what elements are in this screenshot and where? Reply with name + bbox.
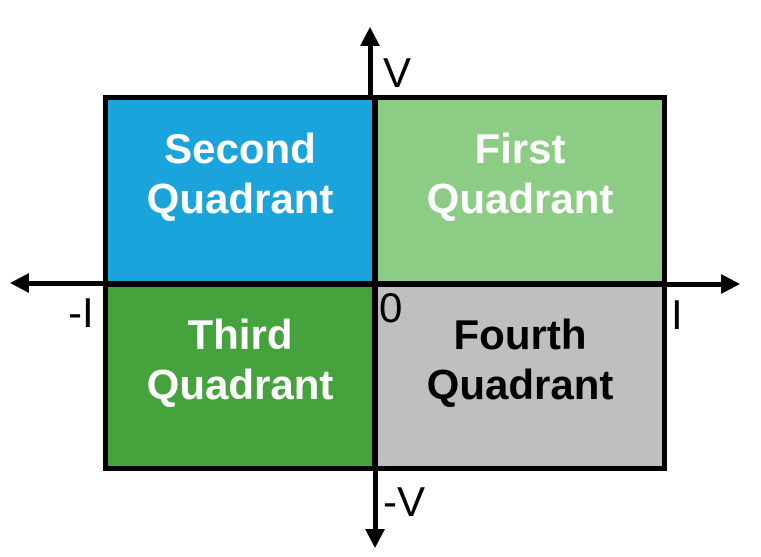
i-axis-left-line: [27, 281, 105, 286]
axis-label-v-positive: V: [383, 49, 412, 96]
v-axis-down-arrowhead: [365, 529, 385, 548]
quadrant-box: Second Quadrant First Quadrant Third Qua…: [103, 95, 667, 471]
axis-label-i-negative: -I: [68, 289, 94, 336]
quadrant-first: First Quadrant: [378, 100, 662, 281]
quadrant-fourth-label-line2: Quadrant: [426, 360, 614, 408]
i-axis-left-arrowhead: [10, 273, 29, 293]
quadrant-fourth-label-line1: Fourth: [453, 310, 587, 358]
axis-label-i-positive: I: [671, 291, 683, 338]
quadrant-third: Third Quadrant: [108, 287, 372, 466]
quadrant-second-label-line1: Second: [164, 124, 316, 172]
quadrant-second: Second Quadrant: [108, 100, 372, 281]
v-axis-top-line: [368, 44, 373, 97]
i-axis-right-arrowhead: [721, 274, 740, 294]
quadrant-fourth: Fourth Quadrant: [378, 287, 662, 466]
v-axis-bottom-line: [373, 468, 378, 530]
quadrant-first-label-line1: First: [474, 124, 566, 172]
i-axis-right-line: [665, 282, 722, 287]
origin-label: 0: [379, 284, 403, 331]
axis-label-v-negative: -V: [383, 478, 425, 525]
quadrant-third-label-line1: Third: [187, 310, 293, 358]
quadrant-second-label-line2: Quadrant: [146, 174, 334, 222]
quadrant-first-label-line2: Quadrant: [426, 174, 614, 222]
quadrant-third-label-line2: Quadrant: [146, 360, 334, 408]
v-axis-up-arrowhead: [360, 27, 380, 46]
